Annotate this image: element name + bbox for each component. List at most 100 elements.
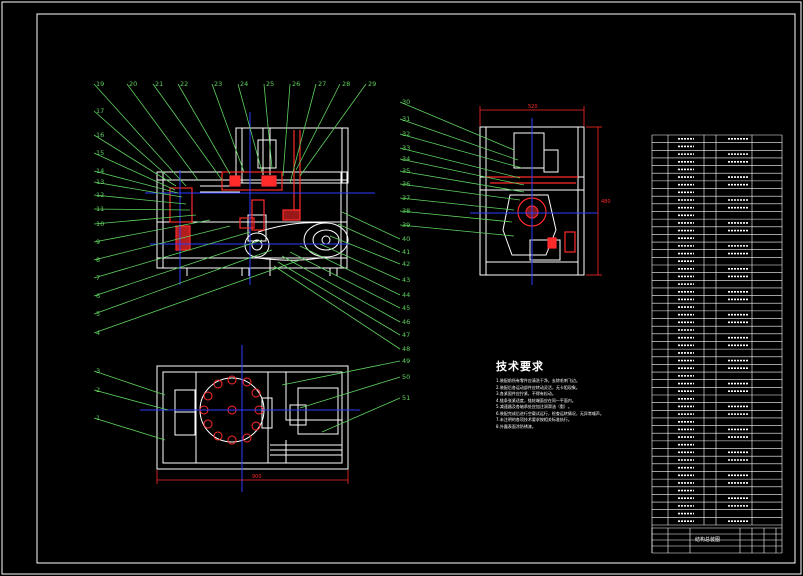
balloon-label: 36: [402, 180, 410, 188]
balloon-leader: [273, 265, 401, 350]
tech-req-line: 5.减速器及各轴承处应加注润滑油（脂）。: [496, 404, 572, 409]
balloon-leader: [93, 110, 173, 181]
balloon-leader: [93, 389, 169, 411]
balloon-leader: [93, 214, 197, 225]
balloon-label: 3: [96, 367, 100, 375]
balloon-label: 42: [402, 260, 410, 268]
balloon-label: 13: [96, 178, 104, 186]
plan-view-centerlines: [140, 345, 360, 492]
balloon-label: 33: [402, 144, 410, 152]
balloon-leader: [341, 211, 401, 240]
balloon-leader: [93, 181, 183, 198]
balloon-label: 21: [155, 80, 163, 88]
balloon-label: 35: [402, 167, 410, 175]
tech-req-line: 1.装配前所有零件应清洗干净，去除毛刺飞边。: [496, 378, 580, 383]
balloon-label: 43: [402, 276, 410, 284]
balloon-leader: [93, 219, 211, 243]
balloon-leader: [93, 239, 263, 297]
balloon-leader: [126, 83, 199, 181]
drawing-name: 结构总装图: [695, 537, 721, 543]
balloon-label: 25: [266, 80, 274, 88]
balloon-label: 1: [96, 414, 100, 422]
balloon-label: 7: [96, 274, 100, 282]
balloon-label: 45: [402, 304, 410, 312]
side-dims: [479, 106, 602, 276]
balloon-leader: [237, 83, 263, 173]
balloon-leader: [399, 147, 521, 179]
balloon-label: 16: [96, 131, 104, 139]
balloon-leader: [329, 235, 401, 265]
plan-view: [156, 365, 349, 470]
balloon-label: 51: [402, 394, 410, 402]
balloon-leader: [263, 83, 273, 169]
balloon-leader: [289, 83, 317, 184]
balloon-label: 23: [214, 80, 222, 88]
balloon-leader: [211, 83, 245, 173]
parts-list-table: [651, 134, 783, 554]
balloon-leader: [399, 170, 525, 193]
balloon-label: 31: [402, 115, 410, 123]
balloon-leader: [319, 243, 401, 281]
balloon-label: 4: [96, 329, 100, 337]
balloon-leader: [93, 225, 231, 261]
balloon-leader: [277, 261, 401, 336]
balloon-leader: [299, 376, 401, 409]
balloon-leader: [281, 255, 401, 323]
balloon-leader: [177, 83, 231, 175]
balloon-label: 2: [96, 386, 100, 394]
balloon-leader: [399, 101, 515, 151]
tech-req-line: 6.装配完成后进行空载试运行，检查运转情况，无异常噪声。: [496, 410, 604, 416]
tech-req-line: 4.链条张紧适度，链轮端面应在同一平面内。: [496, 397, 576, 403]
balloon-label: 46: [402, 318, 410, 326]
tech-req-line: 7.未注明的各项技术要求按相关标准执行。: [496, 417, 572, 422]
balloon-leader: [93, 194, 187, 205]
balloon-label: 24: [240, 80, 248, 88]
balloon-label: 17: [96, 107, 104, 115]
balloon-leader: [399, 133, 523, 169]
balloon-label: 19: [96, 80, 104, 88]
balloon-leader: [93, 249, 273, 315]
balloon-leader: [93, 208, 191, 211]
balloon-label: 49: [402, 357, 410, 365]
balloon-label: 41: [402, 248, 410, 256]
balloon-leader: [321, 397, 401, 433]
balloon-label: 26: [292, 80, 300, 88]
balloon-leader: [93, 259, 301, 334]
plan-dim-text: 900: [252, 474, 262, 480]
balloon-label: 48: [402, 345, 410, 353]
balloon-label: 39: [402, 221, 410, 229]
balloon-leader: [152, 83, 223, 181]
balloon-leader: [399, 224, 515, 237]
balloon-label: 30: [402, 98, 410, 106]
balloon-label: 38: [402, 207, 410, 215]
tech-req-line: 8.外露表面涂防锈漆。: [496, 423, 536, 429]
balloon-leader: [93, 152, 176, 191]
balloon-label: 37: [402, 194, 410, 202]
balloon-leader: [281, 360, 401, 386]
balloon-label: 34: [402, 155, 410, 163]
balloon-label: 50: [402, 373, 410, 381]
balloon-label: 15: [96, 149, 104, 157]
side-width-dim: 520: [528, 104, 538, 110]
balloon-label: 9: [96, 238, 100, 246]
balloon-label: 29: [368, 80, 376, 88]
plan-dim: [156, 470, 349, 484]
front-view: [156, 127, 349, 276]
balloon-leader: [295, 83, 341, 171]
balloon-leader: [93, 134, 177, 187]
technical-requirements: 技术要求 1.装配前所有零件应清洗干净，去除毛刺飞边。 2.装配后各运动部件应转…: [496, 358, 656, 430]
balloon-leader: [289, 251, 401, 309]
balloon-label: 5: [96, 310, 100, 318]
balloon-leader: [399, 197, 515, 211]
balloon-leader: [282, 83, 291, 177]
tech-requirements-title: 技术要求: [496, 360, 544, 373]
tech-req-line: 2.装配后各运动部件应转动灵活，无卡阻现象。: [496, 384, 580, 390]
balloon-leader: [93, 83, 187, 187]
balloon-label: 28: [342, 80, 350, 88]
balloon-label: 22: [180, 80, 188, 88]
balloon-label: 6: [96, 292, 100, 300]
balloon-label: 32: [402, 130, 410, 138]
